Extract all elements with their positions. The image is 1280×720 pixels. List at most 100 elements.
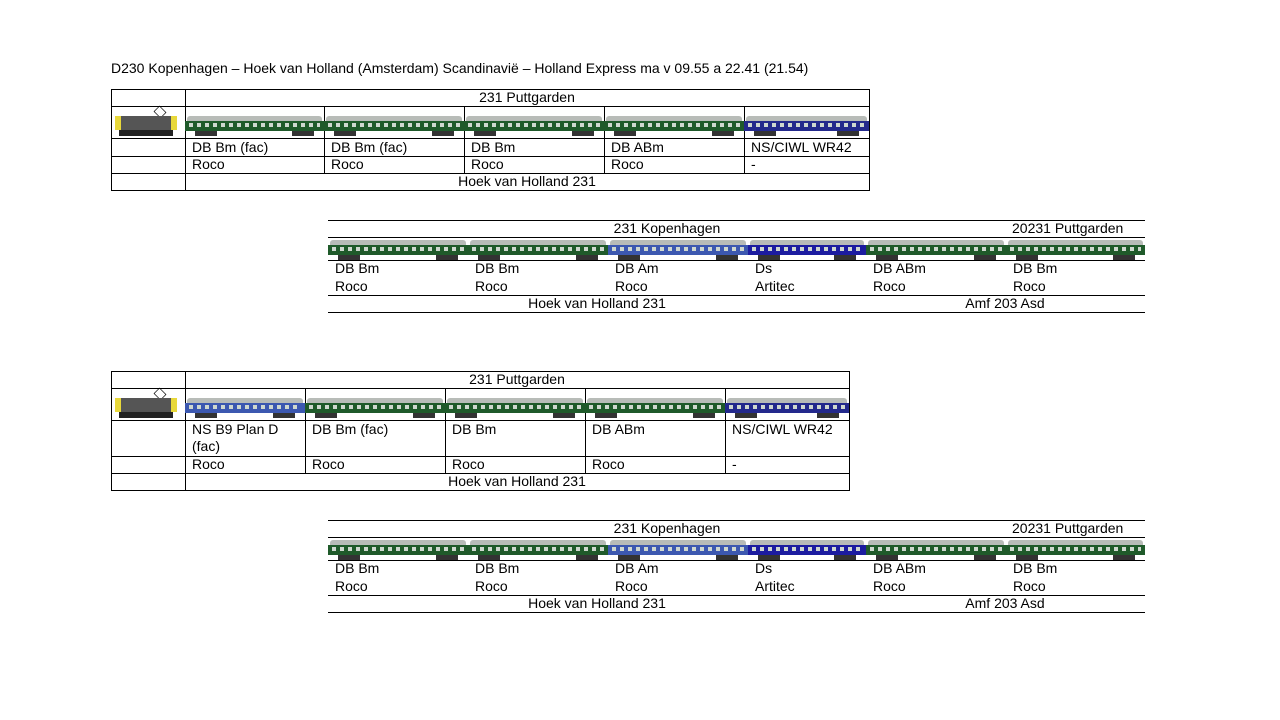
coach-type: Ds bbox=[755, 260, 773, 276]
coach-maker: Roco bbox=[312, 456, 345, 472]
coach-maker: Roco bbox=[615, 578, 648, 594]
consist-header-right: 20231 Puttgarden bbox=[1012, 220, 1124, 236]
divider bbox=[305, 388, 306, 473]
divider bbox=[111, 106, 870, 107]
divider bbox=[328, 612, 1145, 613]
coach-maker: - bbox=[732, 456, 737, 472]
divider bbox=[111, 490, 850, 491]
coach-type: DB Bm bbox=[475, 260, 520, 276]
divider bbox=[464, 106, 465, 173]
coach-maker: Roco bbox=[471, 156, 504, 172]
divider bbox=[111, 173, 870, 174]
coach-type: DB Am bbox=[615, 260, 659, 276]
coach-2-coach-image bbox=[608, 540, 748, 560]
divider bbox=[328, 560, 1145, 561]
coach-5-coach-image bbox=[1006, 240, 1145, 260]
coach-maker: Roco bbox=[335, 278, 368, 294]
coach-0-coach-image bbox=[328, 240, 468, 260]
coach-maker: Roco bbox=[873, 578, 906, 594]
divider bbox=[111, 190, 870, 191]
coach-type: Ds bbox=[755, 560, 773, 576]
coach-type: DB ABm bbox=[873, 260, 926, 276]
divider bbox=[328, 537, 1145, 538]
divider bbox=[328, 295, 1145, 296]
coach-type: DB Bm bbox=[452, 421, 497, 437]
divider bbox=[328, 520, 1145, 521]
coach-type: NS B9 Plan D (fac) bbox=[192, 421, 279, 454]
coach-4-coach-image bbox=[866, 540, 1006, 560]
coach-type: DB Bm bbox=[335, 260, 380, 276]
divider bbox=[725, 388, 726, 473]
consist-footer-left: Hoek van Holland 231 bbox=[528, 595, 666, 611]
coach-type: DB Bm (fac) bbox=[312, 421, 389, 437]
coach-0-coach-image bbox=[328, 540, 468, 560]
coach-4-coach-image bbox=[725, 398, 849, 418]
divider bbox=[111, 473, 850, 474]
coach-maker: Roco bbox=[873, 278, 906, 294]
divider bbox=[111, 138, 870, 139]
consist-header: 231 Puttgarden bbox=[469, 371, 565, 387]
consist-header: 231 Puttgarden bbox=[479, 89, 575, 105]
divider bbox=[328, 237, 1145, 238]
divider bbox=[328, 595, 1145, 596]
coach-5-coach-image bbox=[1006, 540, 1145, 560]
divider bbox=[604, 106, 605, 173]
consist-footer-left: Hoek van Holland 231 bbox=[528, 295, 666, 311]
coach-maker: Roco bbox=[592, 456, 625, 472]
divider bbox=[111, 388, 850, 389]
coach-1-coach-image bbox=[468, 540, 608, 560]
coach-type: DB ABm bbox=[611, 139, 664, 155]
divider bbox=[185, 89, 186, 190]
coach-type: NS/CIWL WR42 bbox=[751, 139, 852, 155]
coach-type: DB Bm bbox=[475, 560, 520, 576]
coach-3-coach-image bbox=[748, 540, 866, 560]
locomotive-icon bbox=[113, 105, 179, 136]
coach-0-coach-image bbox=[185, 398, 305, 418]
coach-maker: Roco bbox=[611, 156, 644, 172]
coach-3-coach-image bbox=[604, 116, 744, 136]
divider bbox=[185, 371, 186, 490]
divider bbox=[869, 89, 870, 190]
divider bbox=[328, 312, 1145, 313]
divider bbox=[744, 106, 745, 173]
coach-maker: Roco bbox=[615, 278, 648, 294]
consist-footer: Hoek van Holland 231 bbox=[448, 473, 586, 489]
consist-footer: Hoek van Holland 231 bbox=[458, 173, 596, 189]
divider bbox=[111, 420, 850, 421]
coach-maker: Artitec bbox=[755, 578, 795, 594]
coach-3-coach-image bbox=[748, 240, 866, 260]
divider bbox=[328, 260, 1145, 261]
consist-footer-right: Amf 203 Asd bbox=[965, 595, 1045, 611]
coach-maker: Artitec bbox=[755, 278, 795, 294]
divider bbox=[111, 156, 870, 157]
divider bbox=[111, 456, 850, 457]
coach-type: DB Bm (fac) bbox=[192, 139, 269, 155]
coach-maker: Roco bbox=[475, 278, 508, 294]
divider bbox=[111, 371, 850, 372]
coach-4-coach-image bbox=[866, 240, 1006, 260]
divider bbox=[849, 371, 850, 490]
coach-maker: Roco bbox=[1013, 278, 1046, 294]
divider bbox=[445, 388, 446, 473]
coach-3-coach-image bbox=[585, 398, 725, 418]
coach-type: DB Bm (fac) bbox=[331, 139, 408, 155]
coach-type: DB Bm bbox=[1013, 560, 1058, 576]
coach-1-coach-image bbox=[468, 240, 608, 260]
consist-header-left: 231 Kopenhagen bbox=[613, 220, 721, 236]
coach-2-coach-image bbox=[445, 398, 585, 418]
train-title: D230 Kopenhagen – Hoek van Holland (Amst… bbox=[111, 60, 809, 76]
coach-2-coach-image bbox=[608, 240, 748, 260]
coach-4-coach-image bbox=[744, 116, 869, 136]
coach-1-coach-image bbox=[324, 116, 464, 136]
coach-type: DB Bm bbox=[335, 560, 380, 576]
divider bbox=[111, 89, 870, 90]
divider bbox=[585, 388, 586, 473]
coach-type: DB Am bbox=[615, 560, 659, 576]
divider bbox=[111, 89, 112, 190]
coach-0-coach-image bbox=[185, 116, 324, 136]
consist-footer-right: Amf 203 Asd bbox=[965, 295, 1045, 311]
divider bbox=[111, 371, 112, 490]
coach-type: DB Bm bbox=[471, 139, 516, 155]
coach-type: DB ABm bbox=[592, 421, 645, 437]
coach-maker: Roco bbox=[192, 156, 225, 172]
